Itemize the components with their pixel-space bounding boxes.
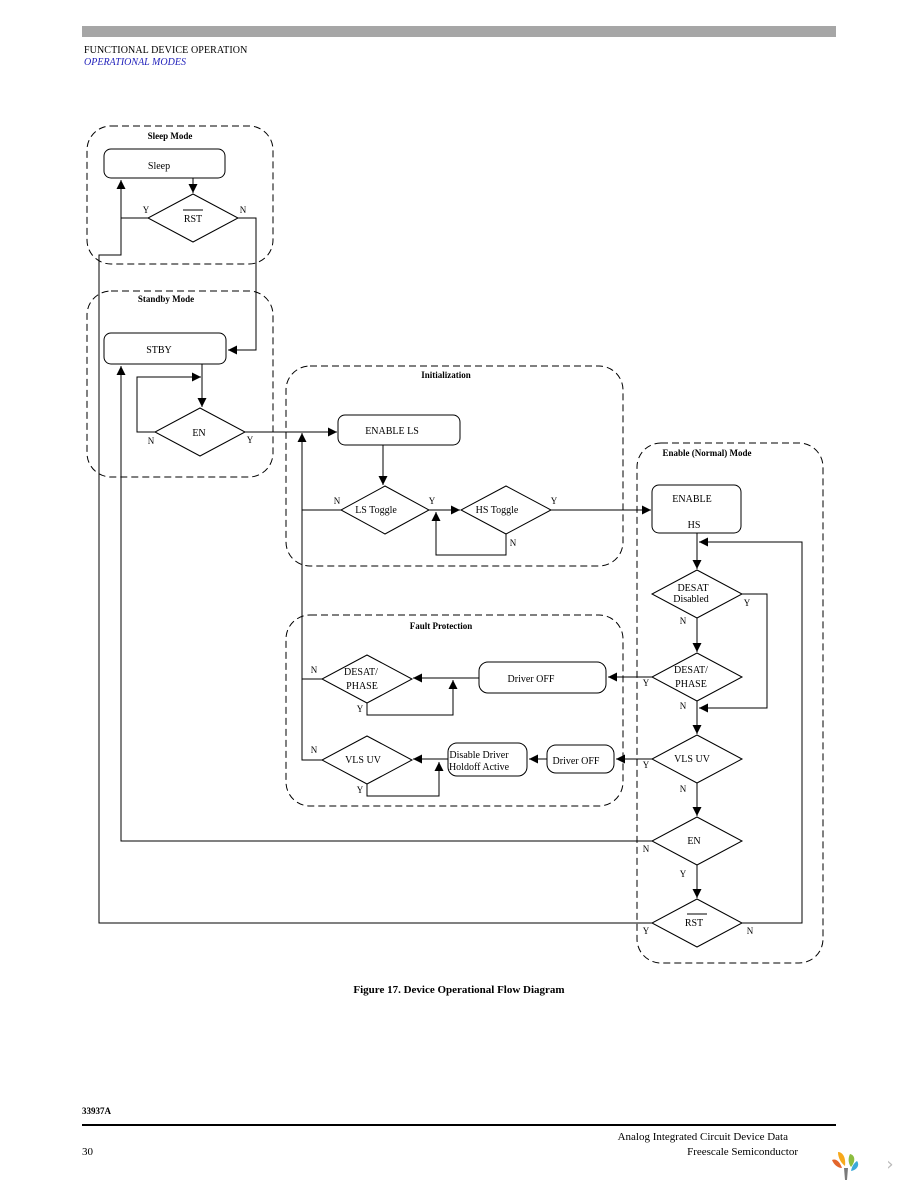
driver-off-fault-label: Driver OFF — [508, 674, 555, 685]
rst-bottom-decision — [650, 898, 744, 948]
standby-mode-group — [86, 290, 274, 478]
vls-uv-right-label: VLS UV — [674, 754, 711, 765]
desat-phase-left-label-2: PHASE — [346, 681, 378, 692]
vls-uv-left-label: VLS UV — [345, 755, 382, 766]
enable-hs-label-2: HS — [688, 520, 701, 531]
rst-bottom-y-label: Y — [643, 926, 650, 936]
sleep-mode-title: Sleep Mode — [148, 131, 193, 141]
ls-toggle-label: LS Toggle — [355, 505, 397, 516]
en-standby-decision — [153, 407, 247, 457]
enable-normal-mode-title: Enable (Normal) Mode — [663, 448, 752, 458]
rst-top-y-label: Y — [143, 205, 150, 215]
ls-toggle-y-label: Y — [429, 496, 436, 506]
en-standby-y-label: Y — [247, 435, 254, 445]
ls-toggle-decision — [339, 485, 431, 535]
rst-top-label: RST — [184, 214, 202, 225]
next-page-button[interactable]: › — [873, 1148, 907, 1182]
hs-toggle-n-label: N — [510, 538, 517, 548]
en-standby-label: EN — [192, 428, 205, 439]
header-bar — [82, 26, 836, 37]
footer-rule — [82, 1124, 836, 1126]
desat-disabled-label-1: DESAT — [677, 583, 708, 594]
desat-phase-left-decision — [320, 654, 414, 704]
desat-disabled-n-label: N — [680, 616, 687, 626]
en-normal-label: EN — [687, 836, 700, 847]
desat-disabled-label-2: Disabled — [673, 594, 709, 605]
subsection-title: OPERATIONAL MODES — [84, 57, 186, 68]
enable-ls-box — [337, 414, 461, 446]
en-standby-n-label: N — [148, 436, 155, 446]
stby-label: STBY — [146, 345, 172, 356]
figure-caption: Figure 17. Device Operational Flow Diagr… — [353, 984, 565, 996]
enable-normal-mode-group — [636, 442, 824, 964]
en-normal-y-label: Y — [680, 869, 687, 879]
section-title: FUNCTIONAL DEVICE OPERATION — [84, 45, 248, 56]
company-name: Freescale Semiconductor — [687, 1146, 798, 1158]
vls-uv-right-y-label: Y — [643, 760, 650, 770]
en-normal-n-label: N — [643, 844, 650, 854]
rst-top-n-label: N — [240, 205, 247, 215]
disable-driver-label-2: Holdoff Active — [449, 762, 510, 773]
doc-title: Analog Integrated Circuit Device Data — [617, 1131, 788, 1143]
desat-phase-right-label-2: PHASE — [675, 679, 707, 690]
driver-off-vls-label: Driver OFF — [553, 756, 600, 767]
part-number: 33937A — [82, 1106, 111, 1116]
stby-box — [103, 332, 227, 365]
standby-mode-title: Standby Mode — [138, 294, 194, 304]
initialization-title: Initialization — [421, 370, 471, 380]
fault-protection-group — [285, 614, 624, 807]
rst-bottom-label: RST — [685, 918, 703, 929]
page-number: 30 — [82, 1146, 93, 1158]
sleep-mode-group — [86, 125, 274, 265]
chevron-right-icon: › — [886, 1154, 894, 1175]
initialization-group — [285, 365, 624, 567]
desat-disabled-y-label: Y — [744, 598, 751, 608]
enable-hs-label-1: ENABLE — [672, 494, 711, 505]
desat-phase-left-y-label: Y — [357, 704, 364, 714]
hs-toggle-y-label: Y — [551, 496, 558, 506]
enable-ls-label: ENABLE LS — [365, 426, 419, 437]
vls-uv-left-y-label: Y — [357, 785, 364, 795]
disable-driver-label-1: Disable Driver — [449, 750, 509, 761]
desat-phase-right-label-1: DESAT/ — [674, 665, 708, 676]
sleep-label: Sleep — [148, 161, 170, 172]
vls-uv-left-n-label: N — [311, 745, 318, 755]
desat-phase-right-n-label: N — [680, 701, 687, 711]
desat-phase-right-y-label: Y — [643, 678, 650, 688]
rst-top-decision — [146, 193, 240, 243]
desat-phase-right-decision — [650, 652, 744, 702]
desat-phase-left-n-label: N — [311, 665, 318, 675]
freescale-logo-icon — [832, 1152, 859, 1180]
rst-bottom-n-label: N — [747, 926, 754, 936]
hs-toggle-label: HS Toggle — [476, 505, 519, 516]
fault-protection-title: Fault Protection — [410, 621, 473, 631]
ls-toggle-n-label: N — [334, 496, 341, 506]
sleep-box — [103, 148, 226, 179]
vls-uv-right-n-label: N — [680, 784, 687, 794]
desat-phase-left-label-1: DESAT/ — [344, 667, 378, 678]
